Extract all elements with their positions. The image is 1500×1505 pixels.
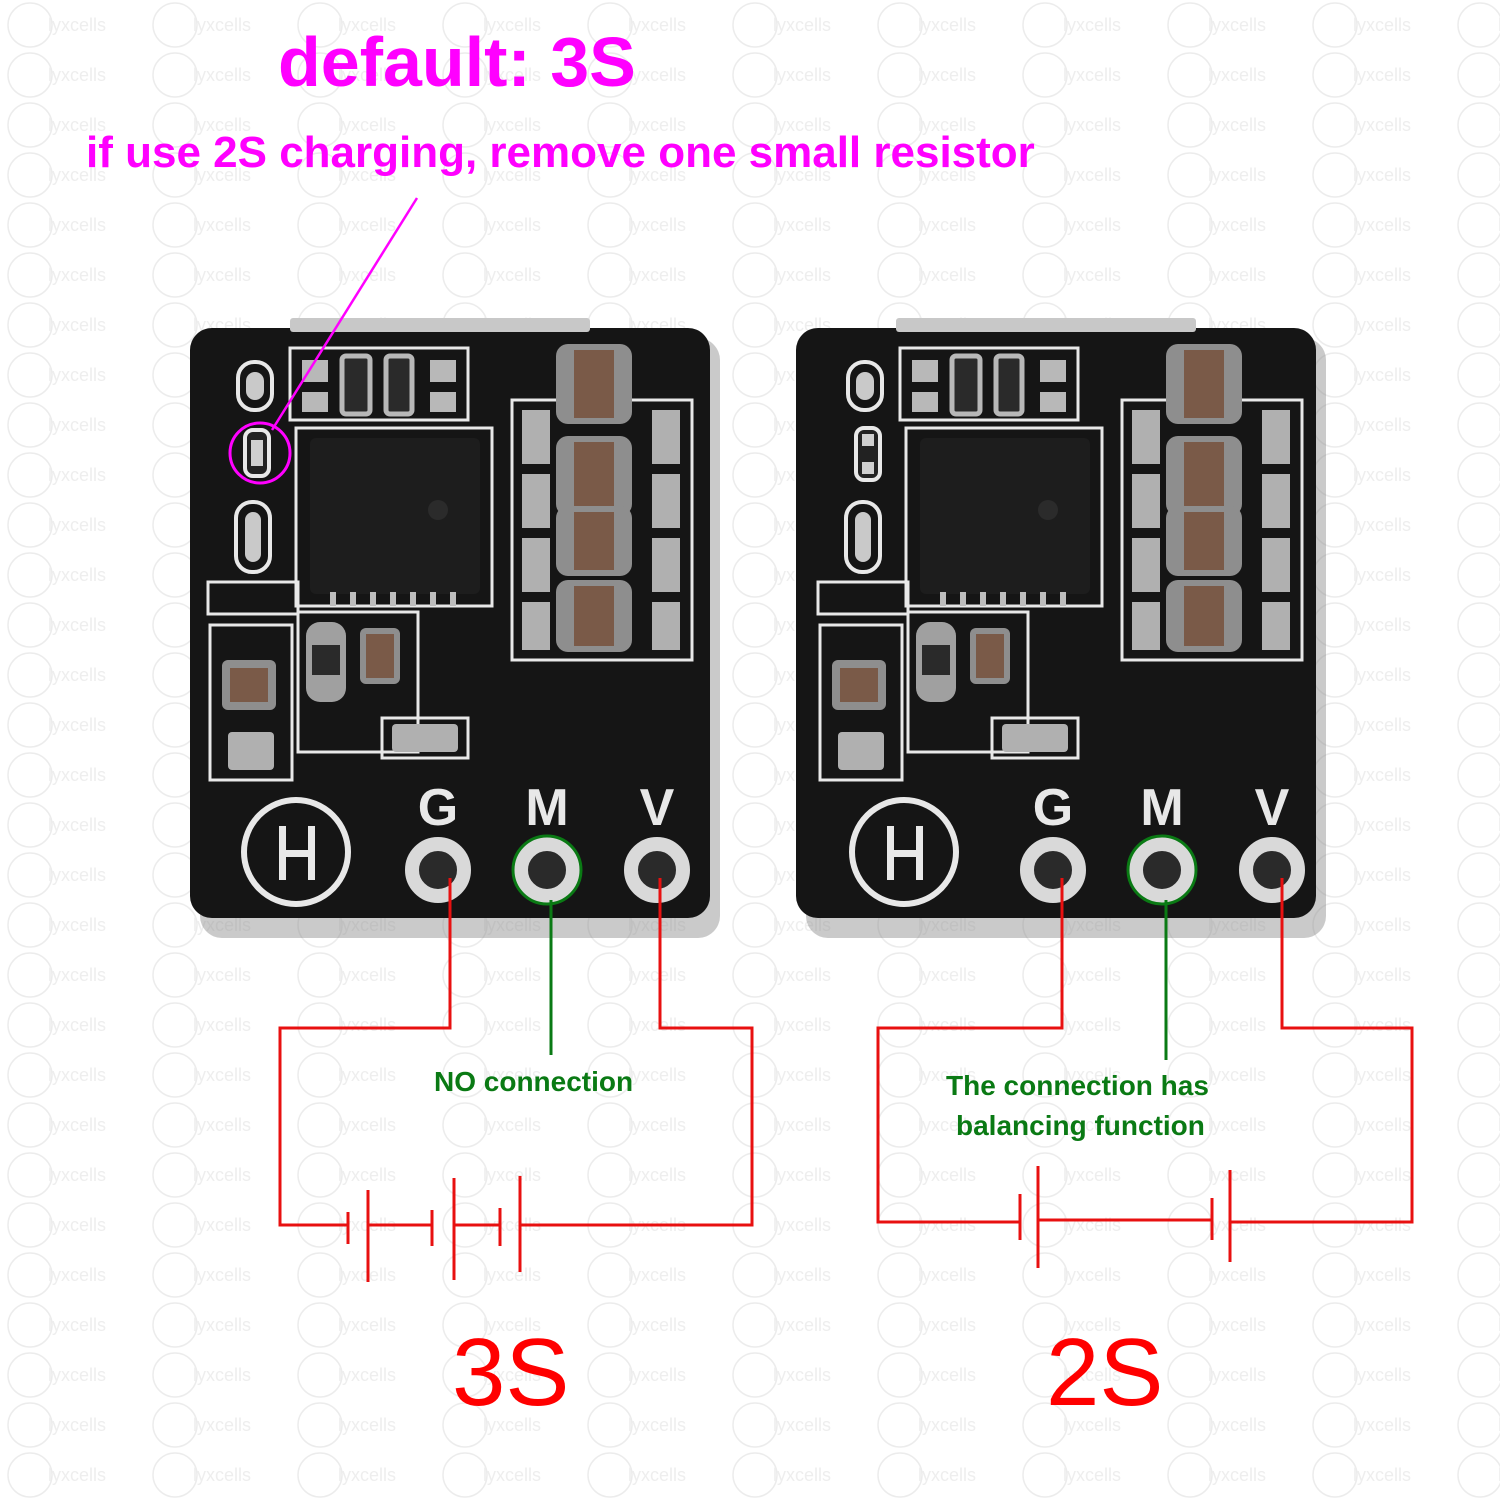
component-outline [818,623,904,782]
pin-hole-v [624,837,690,903]
usb-port-edge [896,318,1196,332]
resistor-pad [302,392,328,412]
inductor-stripes [312,645,340,675]
note-2s-line1: The connection has [946,1070,1209,1101]
resistor-pad [1040,360,1066,382]
pin-label-v: V [1255,779,1290,837]
resistor-highlight-circle [228,421,292,485]
ic-pin1-dot [1038,500,1058,520]
logo-h-bar [279,850,315,857]
pin-label-m: M [1140,779,1183,837]
resistor-pad [383,353,415,417]
capacitor-small-body [976,634,1004,678]
led-pad-inner [855,512,871,562]
pin-label-m: M [525,779,568,837]
capacitor-small-body [230,668,268,702]
small-resistor-pad [862,434,874,446]
component-outline [906,610,1030,754]
ic-pin1-dot [428,500,448,520]
small-resistor-body [251,440,263,466]
capacitors [522,344,680,652]
label-2s: 2S [1046,1319,1164,1426]
led-pad [234,500,272,574]
pin-hole-g [1020,837,1086,903]
resistor-pad [912,360,938,382]
resistor-pad [1002,724,1068,752]
logo-circle [849,797,959,907]
resistor-pad [339,353,373,417]
resistor-pad [912,392,938,412]
header-subtitle: if use 2S charging, remove one small res… [86,128,1035,177]
ic-pins [940,592,1066,606]
label-3s: 3S [452,1319,570,1426]
component-outline [990,716,1080,760]
resistor-pad [430,392,456,412]
usb-port-edge [290,318,590,332]
ic-pins [330,592,456,606]
small-resistor-pad [862,462,874,474]
wire-v-3s [520,878,754,1227]
component-outline [816,580,910,616]
logo-h-bar [887,850,923,857]
note-3s: NO connection [434,1066,634,1097]
pin-label-g: G [1033,779,1073,837]
led-pad [844,500,882,574]
inductor-stripes [922,645,950,675]
m-pin-highlight [1126,834,1198,906]
resistor-pad [228,732,274,770]
ic-chip [920,438,1090,594]
board-3s: G M V [190,318,720,938]
capacitors [1132,344,1290,652]
led-pad-inner [246,372,264,400]
header-title: default: 3S [278,23,636,101]
board-2s: G M V [796,318,1326,938]
note-2s-line2: balancing function [956,1110,1205,1141]
pointer-line [270,197,419,431]
pin-label-g: G [418,779,458,837]
resistor-group-outline [898,346,1080,422]
component-outline [296,610,420,754]
ic-chip [310,438,480,594]
wiring-2s [876,878,1414,1268]
capacitor-small-body [366,634,394,678]
pin-hole-m [1129,837,1195,903]
resistor-pad [949,353,983,417]
pin-hole-g [405,837,471,903]
pin-label-v: V [640,779,675,837]
pin-hole-m [514,837,580,903]
component-outline [208,623,294,782]
resistor-pad [392,724,458,752]
led-pad [846,360,884,412]
pin-hole-v [1239,837,1305,903]
resistor-pad [302,360,328,382]
component-outline [380,716,470,760]
led-pad-inner [856,372,874,400]
wiring-3s [278,878,754,1282]
resistor-pad [1040,392,1066,412]
resistor-group-outline [288,346,470,422]
led-pad-inner [245,512,261,562]
resistor-pad [838,732,884,770]
resistor-pad [430,360,456,382]
wire-g-2s [876,878,1064,1224]
capacitor-small-body [840,668,878,702]
wire-g-3s [278,878,452,1227]
component-outline [206,580,300,616]
resistor-pad [993,353,1025,417]
logo-circle [241,797,351,907]
led-pad [236,360,274,412]
wire-v-2s [1230,878,1414,1224]
m-pin-highlight [511,834,583,906]
